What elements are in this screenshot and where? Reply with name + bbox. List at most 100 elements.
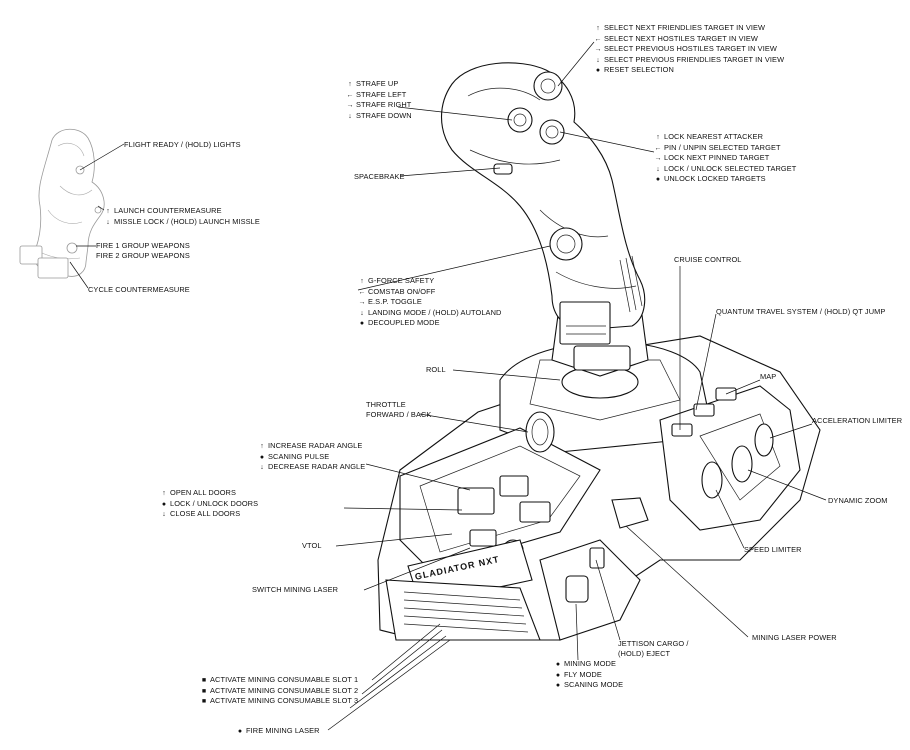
label-row: THROTTLE (366, 400, 431, 410)
label-text: LANDING MODE / (HOLD) AUTOLAND (368, 307, 502, 317)
label-row: ↑SELECT NEXT FRIENDLIES TARGET IN VIEW (594, 23, 784, 34)
label-row: ↑ G-FORCE SAFETY (358, 276, 501, 287)
label-row: ↑ INCREASE RADAR ANGLE (258, 441, 365, 452)
label-text: SELECT PREVIOUS FRIENDLIES TARGET IN VIE… (604, 54, 785, 64)
label-text: FLY MODE (564, 669, 602, 679)
arrow-up-icon: ↑ (360, 278, 364, 285)
arrow-down-icon: ↓ (106, 218, 110, 226)
arrow-up-icon: ↑ (596, 25, 600, 32)
arrow-up-icon: ↑ (348, 81, 352, 88)
label-gforce-hat: ↑G-FORCE SAFETY←COMSTAB ON/OFF→E.S.P. TO… (358, 276, 501, 329)
label-text: SCANING PULSE (268, 451, 330, 461)
arrow-down-icon: ↓ (656, 165, 660, 173)
label-radar-hat: ↑INCREASE RADAR ANGLE●SCANING PULSE↓DECR… (258, 441, 365, 473)
arrow-down-icon: ↓ (162, 511, 166, 519)
label-row: ↓ MISSLE LOCK / (HOLD) LAUNCH MISSLE (104, 217, 260, 228)
leader-lines (69, 41, 827, 731)
label-row: ●RESET SELECTION (594, 65, 784, 76)
label-row: ←STRAFE LEFT (346, 90, 412, 101)
label-vtol: VTOL (302, 541, 322, 550)
label-quantum-travel: QUANTUM TRAVEL SYSTEM / (HOLD) QT JUMP (716, 307, 886, 316)
label-text: G-FORCE SAFETY (368, 276, 435, 285)
label-row: ←COMSTAB ON/OFF (358, 287, 501, 298)
label-cycle-countermeasure: CYCLE COUNTERMEASURE (88, 285, 190, 294)
arrow-up-icon: ↑ (656, 134, 660, 141)
arrow-up-icon: ↑ (106, 208, 110, 215)
arrow-down-icon: ↓ (260, 464, 264, 472)
label-row: ●SCANING MODE (554, 680, 623, 691)
label-row: ↓CLOSE ALL DOORS (160, 509, 258, 520)
label-row: ↓ LANDING MODE / (HOLD) AUTOLAND (358, 308, 501, 319)
label-row: →SELECT PREVIOUS HOSTILES TARGET IN VIEW (594, 44, 784, 55)
label-row: ■ACTIVATE MINING CONSUMABLE SLOT 2 (200, 686, 358, 697)
label-row: ●UNLOCK LOCKED TARGETS (654, 174, 796, 185)
label-row: ■ACTIVATE MINING CONSUMABLE SLOT 3 (200, 696, 358, 707)
label-text: COMSTAB ON/OFF (368, 286, 436, 296)
label-row: ↑STRAFE UP (346, 79, 412, 90)
label-row: ↓ SELECT PREVIOUS FRIENDLIES TARGET IN VI… (594, 55, 784, 66)
arrow-up-icon: ↑ (260, 443, 264, 450)
label-countermeasure: ↑ LAUNCH COUNTERMEASURE ↓ MISSLE LOCK / (HO… (104, 206, 260, 227)
arrow-left-icon: ← (358, 288, 366, 296)
base-body (377, 335, 821, 641)
label-row: ←PIN / UNPIN SELECTED TARGET (654, 143, 796, 154)
dot-bullet-icon: ● (237, 728, 243, 735)
dot-bullet-icon: ● (655, 176, 661, 184)
dot-bullet-icon: ● (259, 453, 265, 461)
label-text: ACTIVATE MINING CONSUMABLE SLOT 3 (210, 696, 359, 706)
label-row: →STRAFE RIGHT (346, 100, 412, 111)
label-text: FORWARD / BACK (366, 409, 432, 419)
label-text: LAUNCH COUNTERMEASURE (114, 206, 222, 215)
label-row: ←SELECT NEXT HOSTILES TARGET IN VIEW (594, 34, 784, 45)
label-cruise-control: CRUISE CONTROL (674, 255, 742, 264)
label-row: ●DECOUPLED MODE (358, 318, 501, 329)
label-row: FORWARD / BACK (366, 410, 431, 420)
label-row: →E.S.P. TOGGLE (358, 297, 501, 308)
dot-bullet-icon: ● (359, 320, 365, 328)
label-text: DECOUPLED MODE (368, 318, 440, 328)
label-text: LOCK / UNLOCK SELECTED TARGET (664, 163, 797, 173)
stick-body (441, 62, 649, 377)
label-text: LOCK NEXT PINNED TARGET (664, 153, 770, 163)
label-row: ↓ STRAFE DOWN (346, 111, 412, 122)
label-row: ●SCANING PULSE (258, 452, 365, 463)
label-text: INCREASE RADAR ANGLE (268, 441, 363, 450)
arrow-down-icon: ↓ (360, 309, 364, 317)
arrow-right-icon: → (358, 299, 366, 307)
dot-bullet-icon: ● (555, 682, 561, 690)
label-text: THROTTLE (366, 400, 406, 409)
dot-bullet-icon: ● (555, 661, 561, 668)
label-row: ■ACTIVATE MINING CONSUMABLE SLOT 1 (200, 675, 358, 686)
label-text: MISSLE LOCK / (HOLD) LAUNCH MISSLE (114, 216, 260, 226)
label-flight-ready: FLIGHT READY / (HOLD) LIGHTS (124, 140, 241, 149)
arrow-down-icon: ↓ (348, 112, 352, 120)
label-text: FIRE 2 GROUP WEAPONS (96, 250, 190, 260)
arrow-left-icon: ← (594, 35, 602, 43)
label-text: (HOLD) EJECT (618, 648, 671, 658)
label-consumables: ■ACTIVATE MINING CONSUMABLE SLOT 1■ACTIV… (200, 675, 358, 707)
label-row: ↑OPEN ALL DOORS (160, 488, 258, 499)
label-text: SELECT PREVIOUS HOSTILES TARGET IN VIEW (604, 44, 777, 54)
label-fire-mining-laser: ●FIRE MINING LASER (237, 726, 320, 735)
label-text: FIRE 1 GROUP WEAPONS (96, 241, 190, 250)
label-row: ●MINING MODE (554, 659, 623, 670)
label-strafe-hat: ↑STRAFE UP←STRAFE LEFT→STRAFE RIGHT↓ STRA… (346, 79, 412, 121)
label-text: DECREASE RADAR ANGLE (268, 462, 366, 472)
label-row: JETTISON CARGO / (618, 639, 689, 649)
label-text: PIN / UNPIN SELECTED TARGET (664, 142, 781, 152)
label-row: ●FLY MODE (554, 670, 623, 681)
label-row: ↑ LAUNCH COUNTERMEASURE (104, 206, 260, 217)
label-text: OPEN ALL DOORS (170, 488, 237, 497)
label-row: (HOLD) EJECT (618, 649, 689, 659)
label-text: STRAFE RIGHT (356, 100, 412, 110)
label-text: STRAFE LEFT (356, 89, 407, 99)
label-modes: ●MINING MODE●FLY MODE●SCANING MODE (554, 659, 623, 691)
arrow-down-icon: ↓ (596, 56, 600, 64)
label-text: STRAFE DOWN (356, 110, 412, 120)
label-speed-limiter: SPEED LIMITER (744, 545, 802, 554)
dot-bullet-icon: ● (595, 67, 601, 75)
label-text: LOCK / UNLOCK DOORS (170, 498, 259, 508)
square-bullet-icon: ■ (201, 687, 207, 695)
